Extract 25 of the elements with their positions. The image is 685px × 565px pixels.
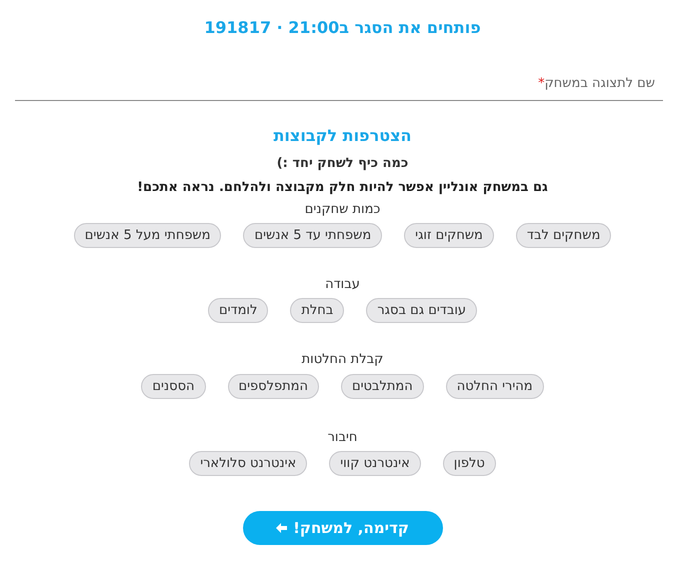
option-chip: עובדים גם בסגר (366, 298, 478, 323)
option-chip: אינטרנט קווי (329, 451, 421, 476)
option-chip: בחלת (290, 298, 344, 323)
group-label: עבודה (325, 277, 360, 292)
group-label: קבלת החלטות (302, 352, 384, 367)
option-chip: טלפון (442, 451, 496, 476)
option-chip: המתפלספים (228, 374, 319, 399)
option-chip: המתלבטים (340, 374, 424, 399)
section-heading: הצטרפות לקבוצות (273, 126, 412, 145)
subtitle-text: כמה כיף לשחק יחד :) (276, 156, 408, 171)
option-chip: משפחתי מעל 5 אנשים (74, 223, 222, 248)
option-chip: משחקים לבד (516, 223, 612, 248)
option-chip: משפחתי עד 5 אנשים (243, 223, 382, 248)
option-chip: הססנים (141, 374, 206, 399)
option-chip: לומדים (208, 298, 268, 323)
submit-button: קדימה, למשחק! (242, 511, 442, 545)
option-chip: אינטרנט סלולארי (189, 451, 308, 476)
group-label: חיבור (328, 430, 358, 445)
description-text: גם במשחק אונליין אפשר להיות חלק מקבוצה ולהלחם. נראה אתכם! (137, 180, 548, 195)
field-label: שם לתצוגה במשחק (544, 76, 656, 91)
required-mark: * (538, 76, 545, 91)
page-title: פותחים את הסגר ב21:00 · 191817 (204, 18, 481, 37)
option-chip: מהירי החלטה (446, 374, 544, 399)
option-chip: משחקים זוגי (404, 223, 494, 248)
group-label: כמות שחקנים (304, 202, 380, 217)
